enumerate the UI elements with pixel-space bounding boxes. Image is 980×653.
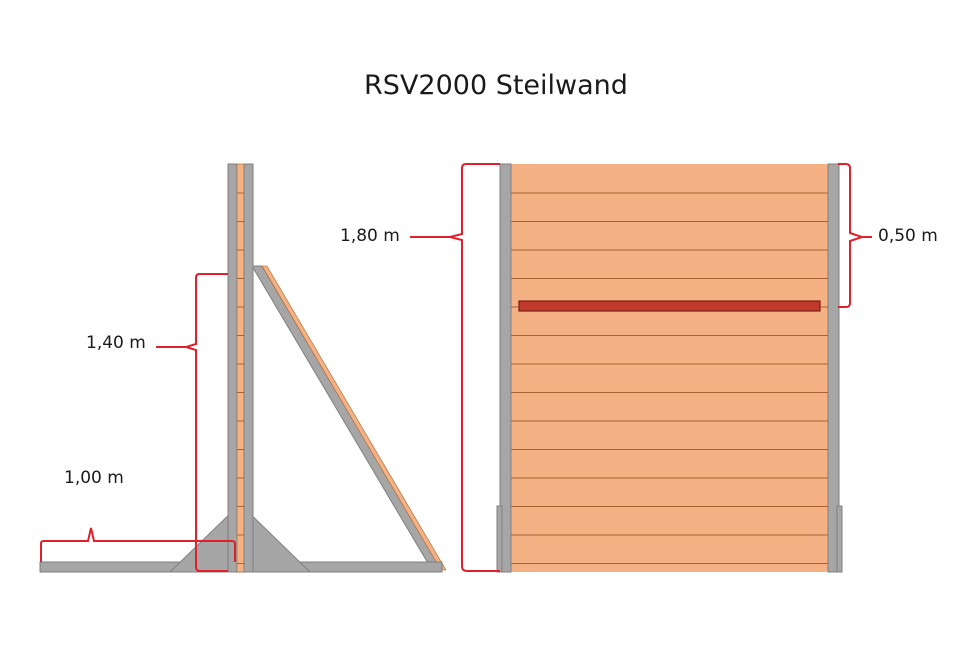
post-left-flange bbox=[227, 163, 238, 573]
diagram-title: RSV2000 Steilwand bbox=[364, 70, 628, 101]
dimension-bracket-wall bbox=[449, 163, 500, 572]
diagonal-brace bbox=[251, 265, 443, 571]
post-wood-core bbox=[236, 163, 245, 573]
crossbar bbox=[518, 300, 821, 312]
front-left-foot bbox=[496, 505, 503, 573]
dimension-label-wall: 1,80 m bbox=[340, 226, 400, 246]
dimension-bracket-base bbox=[40, 527, 236, 562]
wood-panel bbox=[510, 164, 830, 572]
side-view bbox=[39, 163, 447, 573]
dimension-bracket-upper bbox=[838, 163, 866, 308]
post-wood-ticks bbox=[237, 192, 244, 564]
front-right-post bbox=[827, 163, 840, 573]
brace-wood-strip bbox=[261, 265, 447, 571]
dimension-label-base: 1,00 m bbox=[64, 468, 124, 488]
dimension-label-upper: 0,50 m bbox=[878, 226, 938, 246]
post-right-flange bbox=[243, 163, 254, 573]
front-right-foot bbox=[836, 505, 843, 573]
dimension-label-side: 1,40 m bbox=[86, 333, 146, 353]
front-left-post bbox=[499, 163, 512, 573]
front-view bbox=[410, 163, 872, 573]
plank-lines bbox=[510, 192, 830, 564]
